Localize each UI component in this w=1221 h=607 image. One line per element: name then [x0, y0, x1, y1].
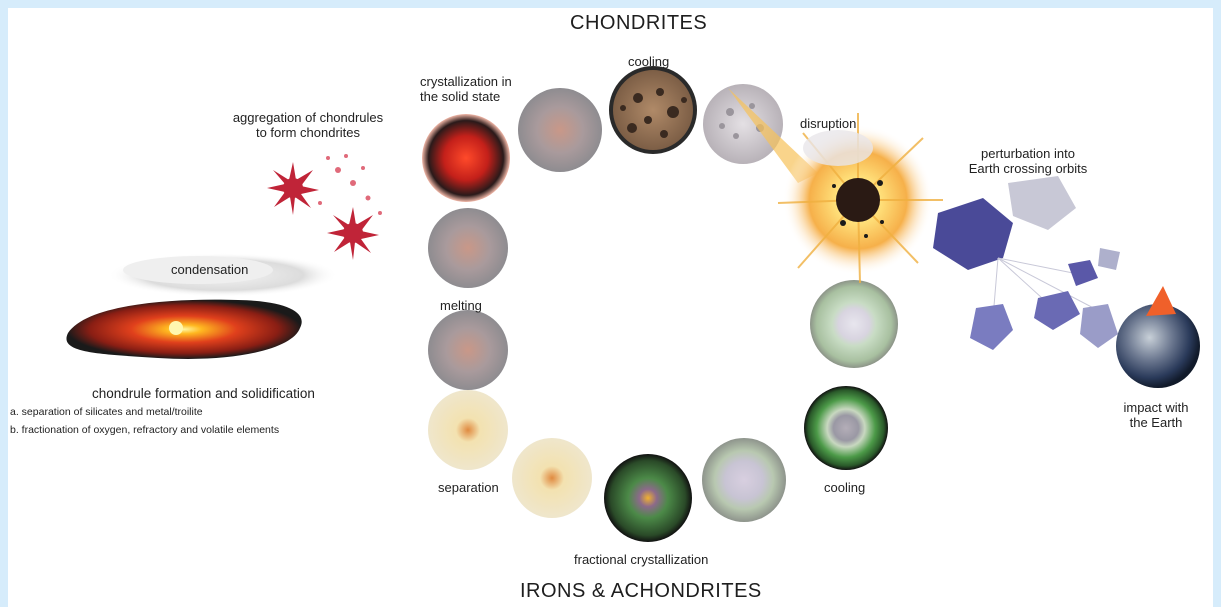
- light-green-body: [810, 280, 898, 368]
- grey-body-a: [518, 88, 602, 172]
- label-aggregation: aggregation of chondrules to form chondr…: [208, 110, 408, 140]
- crystallization-hot-body: [422, 114, 510, 202]
- title-chondrites: CHONDRITES: [570, 12, 707, 35]
- note-b: b. fractionation of oxygen, refractory a…: [10, 422, 279, 438]
- title-irons-achondrites: IRONS & ACHONDRITES: [520, 580, 762, 603]
- label-impact: impact with the Earth: [1106, 400, 1206, 430]
- label-separation: separation: [438, 480, 499, 495]
- chondrule-aggregates: [267, 154, 382, 260]
- label-melting: melting: [440, 298, 482, 313]
- cooled-porous-body: [611, 68, 695, 152]
- diagram-canvas: CHONDRITES IRONS & ACHONDRITES cooling c…: [8, 8, 1213, 607]
- grey-body-b: [428, 208, 508, 288]
- pale-body: [702, 438, 786, 522]
- chondrule-formation-nebula: [66, 300, 301, 359]
- process-illustration: [8, 8, 1213, 607]
- separation-body-a: [428, 390, 508, 470]
- label-condensation: condensation: [171, 262, 248, 277]
- label-cooling-bottom: cooling: [824, 480, 865, 495]
- label-cooling-top: cooling: [628, 54, 669, 69]
- cooling-green-body: [804, 386, 888, 470]
- label-crystallization-solid: crystallization in the solid state: [420, 74, 512, 104]
- label-chondrule-formation: chondrule formation and solidification: [92, 386, 315, 401]
- light-porous-body: [703, 84, 783, 164]
- label-perturbation: perturbation into Earth crossing orbits: [948, 146, 1108, 176]
- earth: [1116, 286, 1200, 388]
- melting-body: [428, 310, 508, 390]
- label-disruption: disruption: [800, 116, 856, 131]
- asteroid-fragments: [933, 176, 1120, 350]
- separation-body-b: [512, 438, 592, 518]
- label-fractional-crystallization: fractional crystallization: [574, 552, 708, 567]
- fractional-crystallization-body: [604, 454, 692, 542]
- note-a: a. separation of silicates and metal/tro…: [10, 404, 203, 420]
